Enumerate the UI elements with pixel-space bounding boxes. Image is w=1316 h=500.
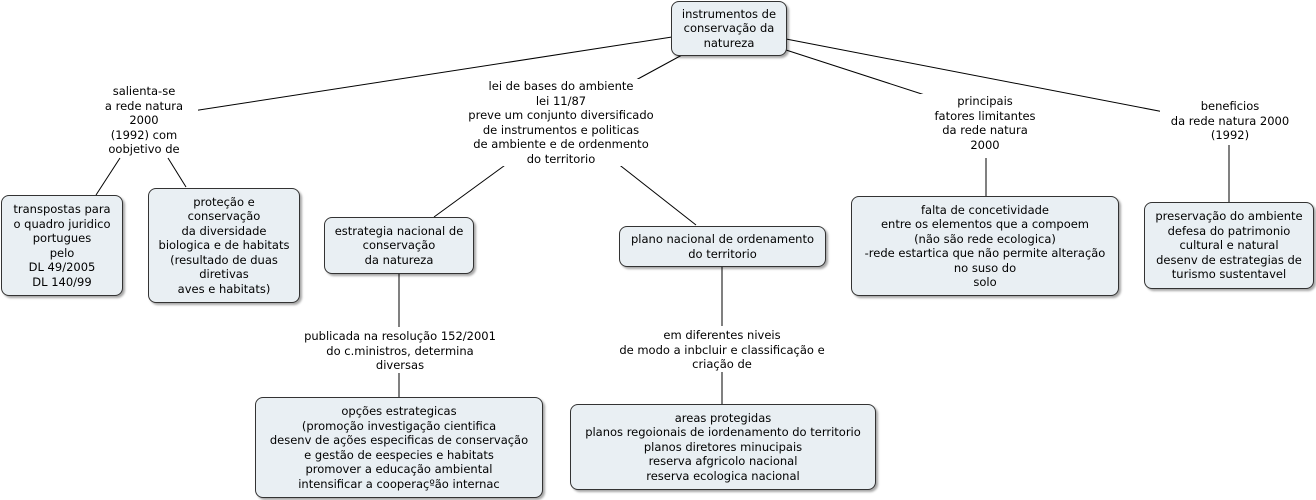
- phrase-publicada: publicada na resolução 152/2001 do c.min…: [292, 329, 508, 373]
- link-lei-plano: [616, 162, 697, 226]
- concept-protecao[interactable]: proteção e conservação da diversidade bi…: [148, 188, 300, 303]
- phrase-lei: lei de bases do ambiente lei 11/87 preve…: [456, 79, 666, 166]
- link-root-beneficios: [785, 38, 1165, 113]
- concept-estrategia[interactable]: estrategia nacional de conservação da na…: [324, 217, 474, 274]
- concept-areas[interactable]: areas protegidas planos regoionais de io…: [570, 404, 876, 490]
- concept-preservacao[interactable]: preservação do ambiente defesa do patrim…: [1144, 202, 1314, 289]
- concept-falta[interactable]: falta de concetividade entre os elemento…: [851, 196, 1119, 296]
- link-root-salienta: [185, 36, 673, 113]
- link-salienta-protecao: [167, 157, 187, 188]
- concept-transpostas[interactable]: transpostas para o quadro juridico portu…: [1, 195, 123, 296]
- phrase-fatores: principais fatores limitantes da rede na…: [920, 94, 1050, 152]
- link-root-fatores: [785, 49, 932, 98]
- link-lei-estrategia: [433, 162, 509, 218]
- concept-plano[interactable]: plano nacional de ordenamento do territo…: [619, 226, 826, 267]
- phrase-beneficios: beneficios da rede natura 2000 (1992): [1160, 99, 1300, 143]
- phrase-diferentes: em diferentes niveis de modo a inbcluir …: [608, 328, 836, 372]
- concept-root[interactable]: instrumentos de conservação da natureza: [671, 1, 787, 56]
- link-salienta-transpostas: [95, 157, 121, 196]
- phrase-salienta: salienta-se a rede natura 2000 (1992) co…: [90, 84, 198, 157]
- link-root-lei: [635, 54, 683, 81]
- concept-opcoes[interactable]: opções estrategicas (promoção investigaç…: [255, 397, 543, 498]
